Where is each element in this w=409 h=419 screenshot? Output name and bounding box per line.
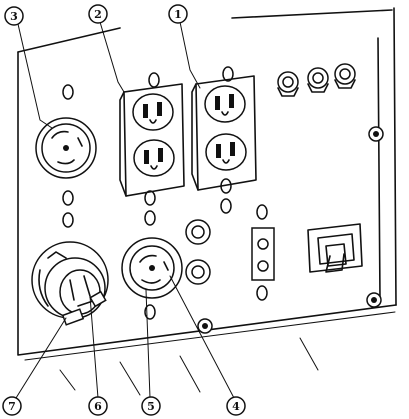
outlet-1-lower bbox=[205, 133, 247, 171]
callout-7-label: 7 bbox=[8, 400, 16, 413]
callout-1-label: 1 bbox=[174, 8, 182, 21]
ground-terminals bbox=[185, 219, 211, 285]
callout-5-label: 5 bbox=[147, 400, 155, 413]
twist-lock-receptacle-upper bbox=[35, 117, 97, 179]
outlet-1-upper bbox=[204, 85, 246, 123]
fuse-holder bbox=[251, 227, 275, 281]
knob-3 bbox=[334, 63, 356, 89]
panel-bolts bbox=[197, 126, 384, 334]
callout-3-label: 3 bbox=[10, 10, 18, 23]
callout-1: 1 bbox=[168, 4, 188, 24]
callout-3: 3 bbox=[4, 6, 24, 26]
callout-4: 4 bbox=[226, 396, 246, 416]
duplex-receptacle-2 bbox=[119, 83, 185, 197]
twist-lock-receptacle-lower bbox=[121, 237, 183, 299]
callout-leaders bbox=[15, 21, 235, 399]
duplex-receptacle-1 bbox=[191, 75, 257, 191]
callout-6: 6 bbox=[88, 396, 108, 416]
callout-4-label: 4 bbox=[232, 400, 240, 413]
breaker-knobs bbox=[277, 63, 356, 97]
indicator-holes bbox=[62, 66, 268, 320]
callout-2: 2 bbox=[88, 4, 108, 24]
knob-1 bbox=[277, 71, 299, 97]
callout-6-label: 6 bbox=[94, 400, 102, 413]
callout-2-label: 2 bbox=[94, 8, 102, 21]
outlet-2-lower bbox=[133, 139, 175, 177]
knob-2 bbox=[307, 67, 329, 93]
outlet-2-upper bbox=[132, 93, 174, 131]
control-panel bbox=[17, 7, 397, 396]
toggle-switch bbox=[307, 223, 363, 273]
twist-lock-receptacle-with-plug bbox=[31, 241, 109, 326]
callout-7: 7 bbox=[2, 396, 22, 416]
callout-5: 5 bbox=[141, 396, 161, 416]
